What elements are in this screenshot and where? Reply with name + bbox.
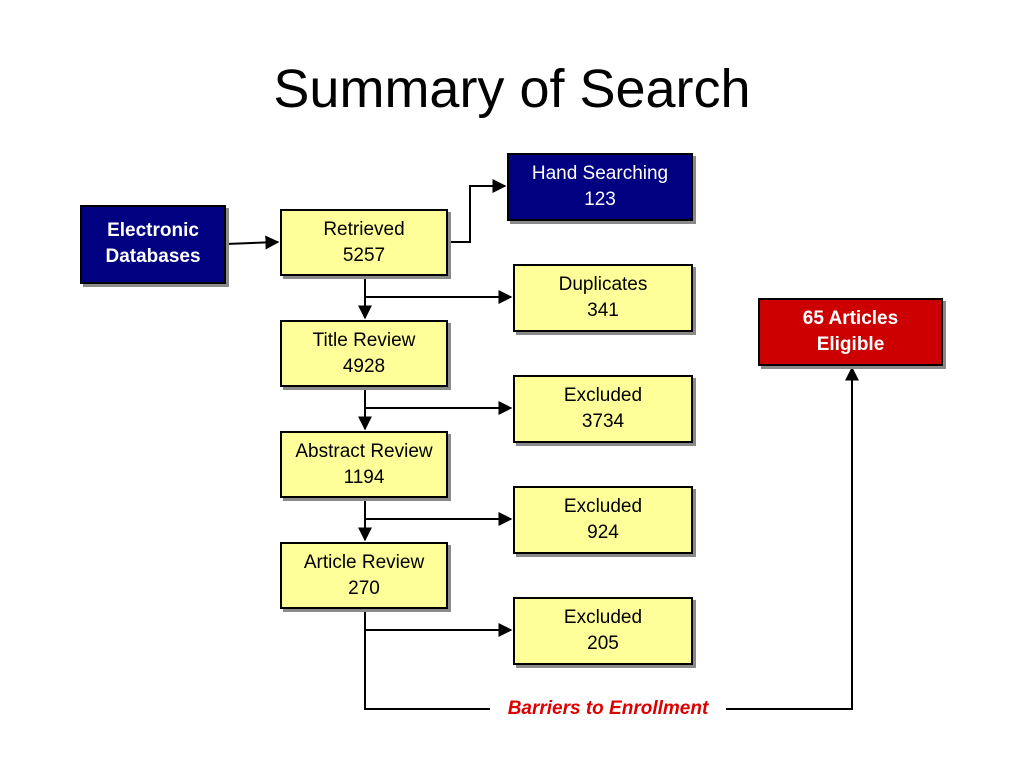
eligible-articles-line1: 65 Articles <box>802 308 899 329</box>
abstract-review-count: 1194 <box>343 467 385 488</box>
electronic-databases-box: Electronic Databases <box>80 205 226 284</box>
duplicates-box: Duplicates 341 <box>513 264 693 332</box>
duplicates-count: 341 <box>587 300 619 321</box>
excluded-article-box: Excluded 205 <box>513 597 693 665</box>
retrieved-label: Retrieved <box>323 219 405 240</box>
page-title: Summary of Search <box>273 59 751 119</box>
title-review-box: Title Review 4928 <box>280 320 448 387</box>
article-review-count: 270 <box>348 578 380 599</box>
arrow-electronic-to-retrieved <box>225 235 280 250</box>
article-review-label: Article Review <box>303 552 425 573</box>
excluded-abstract-count: 924 <box>587 522 619 543</box>
excluded-article-count: 205 <box>587 633 619 654</box>
eligible-articles-box: 65 Articles Eligible <box>758 298 943 366</box>
excluded-title-label: Excluded <box>563 385 643 406</box>
abstract-review-label: Abstract Review <box>295 441 433 462</box>
arrow-retrieved-to-hand-searching <box>448 179 507 243</box>
retrieved-box: Retrieved 5257 <box>280 209 448 276</box>
arrow-to-excluded-article <box>364 609 513 637</box>
hand-searching-count: 123 <box>584 189 616 210</box>
excluded-article-label: Excluded <box>563 607 643 628</box>
title-review-count: 4928 <box>342 356 386 377</box>
excluded-abstract-label: Excluded <box>563 496 643 517</box>
excluded-title-box: Excluded 3734 <box>513 375 693 443</box>
abstract-review-box: Abstract Review 1194 <box>280 431 448 498</box>
duplicates-label: Duplicates <box>558 274 648 295</box>
electronic-databases-line2: Databases <box>105 246 201 267</box>
retrieved-count: 5257 <box>342 245 386 266</box>
title-review-label: Title Review <box>312 330 416 351</box>
hand-searching-box: Hand Searching 123 <box>507 153 693 221</box>
article-review-box: Article Review 270 <box>280 542 448 609</box>
barriers-to-enrollment-label: Barriers to Enrollment <box>490 697 726 721</box>
excluded-title-count: 3734 <box>581 411 625 432</box>
excluded-abstract-box: Excluded 924 <box>513 486 693 554</box>
hand-searching-label: Hand Searching <box>531 163 669 184</box>
electronic-databases-line1: Electronic <box>107 220 199 241</box>
eligible-articles-line2: Eligible <box>816 334 885 355</box>
